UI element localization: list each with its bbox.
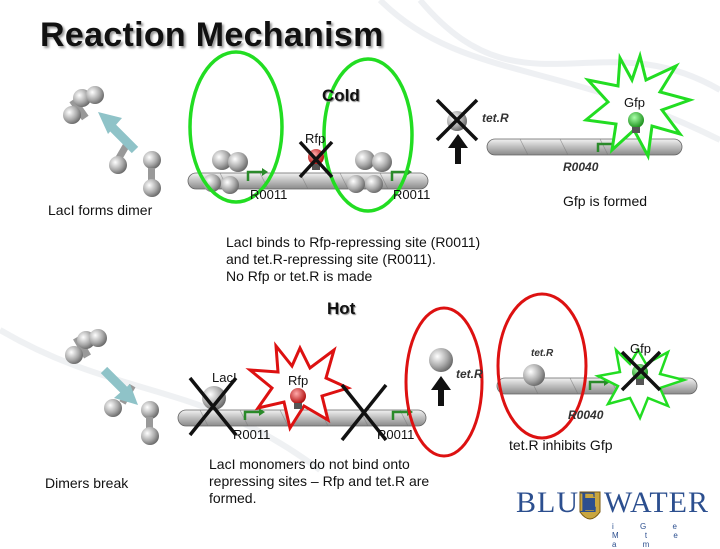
gfp-bulb-cold xyxy=(628,112,644,133)
gfp-is-formed-label: Gfp is formed xyxy=(563,193,648,209)
dimers-break-label: Dimers break xyxy=(45,475,129,491)
cold-description: LacI binds to Rfp-repressing site (R0011… xyxy=(226,234,481,284)
bluewater-logo: BLUE WATER i G e M t e a m xyxy=(512,484,712,549)
cold-dna-right xyxy=(486,138,683,156)
logo-crest-icon xyxy=(579,491,601,520)
green-ring-right xyxy=(322,57,414,213)
tetr-up-arrow-hot xyxy=(431,376,451,406)
hot-heading: Hot xyxy=(327,299,356,318)
dimer-break-arrow xyxy=(100,366,138,405)
tetr-gene-label-hot: tet.R xyxy=(456,367,483,381)
rfp-label-cold: Rfp xyxy=(305,131,326,146)
rfp-cross-cold xyxy=(298,140,334,179)
tetr-up-arrow-cold xyxy=(448,134,468,164)
site-left-cold: R0011 xyxy=(250,187,288,202)
tetr-gene-label-cold: tet.R xyxy=(482,111,509,125)
red-ring-tetr xyxy=(404,306,484,458)
hot-description: LacI monomers do not bind onto repressin… xyxy=(209,456,430,506)
red-ring-gfp xyxy=(496,292,588,440)
gfp-label-cold: Gfp xyxy=(624,95,645,110)
r0040-label-cold: R0040 xyxy=(563,160,599,174)
page-title: Reaction Mechanism xyxy=(40,16,384,54)
dimer-formation-arrow xyxy=(98,112,139,154)
cold-heading: Cold xyxy=(322,86,360,105)
laci-label-hot: LacI xyxy=(212,370,237,385)
green-ring-left xyxy=(188,50,284,204)
hot-dna-left xyxy=(177,409,427,427)
tetr-inhibits-gfp-label: tet.R inhibits Gfp xyxy=(509,437,613,453)
promoter-arrow-hot-1 xyxy=(243,408,265,420)
tetr-protein-hot xyxy=(429,348,453,372)
rfp-label-hot: Rfp xyxy=(288,373,309,388)
tetr-bound-hot xyxy=(523,364,545,386)
laci-dimer-molecule xyxy=(63,86,161,197)
laci-cross-hot-2 xyxy=(340,383,388,442)
laci-forms-dimer-label: LacI forms dimer xyxy=(48,202,153,218)
site-right-hot: R0011 xyxy=(377,427,415,442)
laci-protein-hot xyxy=(202,386,226,410)
site-right-cold: R0011 xyxy=(393,187,431,202)
logo-text-left: BLUE xyxy=(516,486,599,519)
gfp-label-hot: Gfp xyxy=(630,341,651,356)
site-left-hot: R0011 xyxy=(233,427,271,442)
laci-cross-hot xyxy=(188,376,238,437)
logo-text-right: WATER xyxy=(604,486,709,519)
gfp-cross-hot xyxy=(620,350,662,392)
tetr-small-label-hot: tet.R xyxy=(531,348,554,359)
tetr-cross-cold xyxy=(435,98,479,142)
rfp-bulb-hot xyxy=(290,388,306,409)
laci-bound-right xyxy=(347,150,392,193)
promoter-arrow-cold-1 xyxy=(246,168,268,181)
r0040-label-hot: R0040 xyxy=(568,408,604,422)
rfp-burst-hot xyxy=(245,341,353,432)
logo-subtitle: i G e M t e a m xyxy=(612,522,690,549)
